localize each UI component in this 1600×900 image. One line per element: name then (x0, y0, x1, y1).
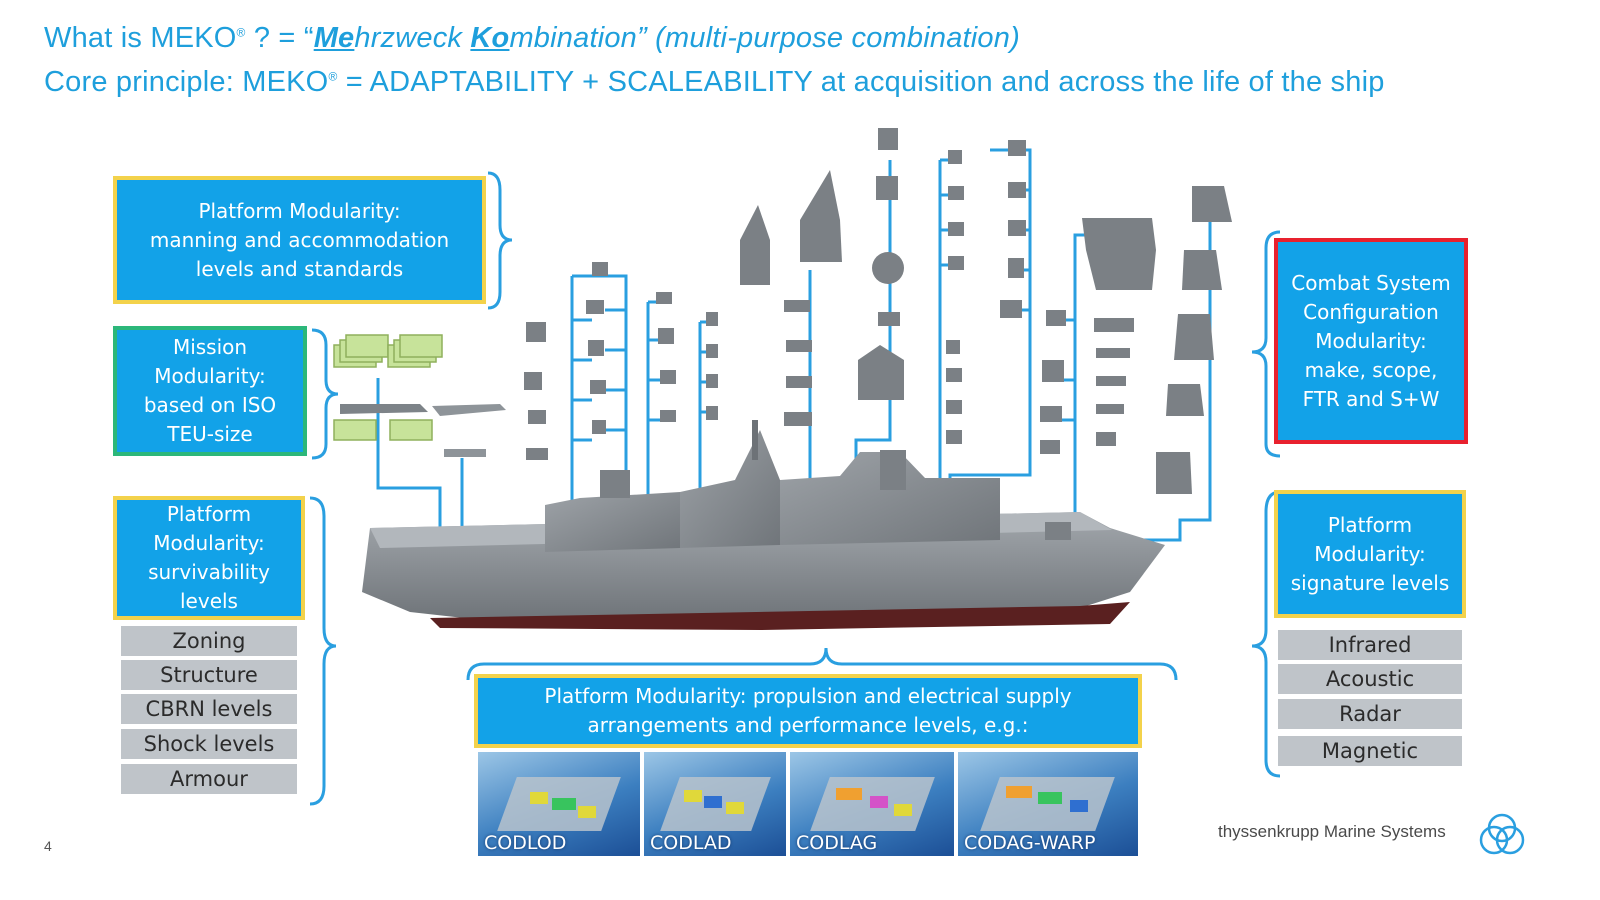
propulsion-codlad-thumbnail: CODLAD (644, 752, 786, 856)
platform-signature-box: Platform Modularity: signature levels (1274, 490, 1466, 618)
propulsion-label: CODAG-WARP (964, 832, 1096, 854)
header-line-2: Core principle: MEKO® = ADAPTABILITY + S… (44, 66, 1385, 99)
core-principle-text: Core principle: MEKO (44, 66, 329, 98)
registered-mark: ® (236, 25, 246, 40)
brackets (309, 171, 1281, 806)
propulsion-label: CODLAG (796, 832, 878, 854)
meko-me: Me (313, 22, 355, 54)
bracket-signature (1251, 490, 1281, 778)
signature-item: Magnetic (1278, 736, 1462, 766)
survivability-item: Shock levels (121, 729, 297, 759)
header-line-1: What is MEKO® ? = “Mehrzweck Kombination… (44, 22, 1020, 55)
signature-item: Infrared (1278, 630, 1462, 660)
platform-propulsion-box: Platform Modularity: propulsion and elec… (474, 674, 1142, 748)
mission-modules-icon (333, 334, 506, 457)
frigate-ship-icon (362, 420, 1165, 630)
bracket-combat (1251, 230, 1281, 458)
bracket-manning (487, 171, 513, 310)
propulsion-label: CODLAD (650, 832, 732, 854)
registered-mark: ® (328, 69, 338, 84)
signature-item: Radar (1278, 699, 1462, 729)
propulsion-codag-warp-thumbnail: CODAG-WARP (958, 752, 1138, 856)
combat-system-box: Combat System Configuration Modularity: … (1274, 238, 1468, 444)
thyssenkrupp-logo-icon (1479, 813, 1525, 855)
propulsion-codlod-thumbnail: CODLOD (478, 752, 640, 856)
platform-survivability-box: Platform Modularity: survivability level… (113, 496, 305, 620)
survivability-item: Structure (121, 660, 297, 690)
bracket-survivability (309, 496, 337, 806)
survivability-item: CBRN levels (121, 694, 297, 724)
combat-modules-icon (524, 128, 1232, 494)
title-text: mbination” (multi-purpose combination) (509, 22, 1020, 54)
survivability-item: Zoning (121, 626, 297, 656)
core-principle-text: = ADAPTABILITY + SCALEABILITY at acquisi… (337, 66, 1385, 98)
title-text: What is MEKO (44, 22, 237, 54)
platform-manning-box: Platform Modularity: manning and accommo… (113, 176, 486, 304)
mission-modularity-box: Mission Modularity: based on ISO TEU-siz… (113, 326, 307, 456)
title-text: hrzweck (354, 22, 471, 54)
bracket-propulsion (466, 647, 1178, 681)
meko-ko: Ko (470, 22, 510, 54)
bracket-mission (311, 328, 339, 460)
signature-item: Acoustic (1278, 664, 1462, 694)
propulsion-label: CODLOD (484, 832, 567, 854)
survivability-item: Armour (121, 764, 297, 794)
page-number: 4 (44, 838, 52, 854)
propulsion-codlag-thumbnail: CODLAG (790, 752, 954, 856)
company-name: thyssenkrupp Marine Systems (1218, 822, 1446, 841)
title-text: ? = “ (245, 22, 314, 54)
